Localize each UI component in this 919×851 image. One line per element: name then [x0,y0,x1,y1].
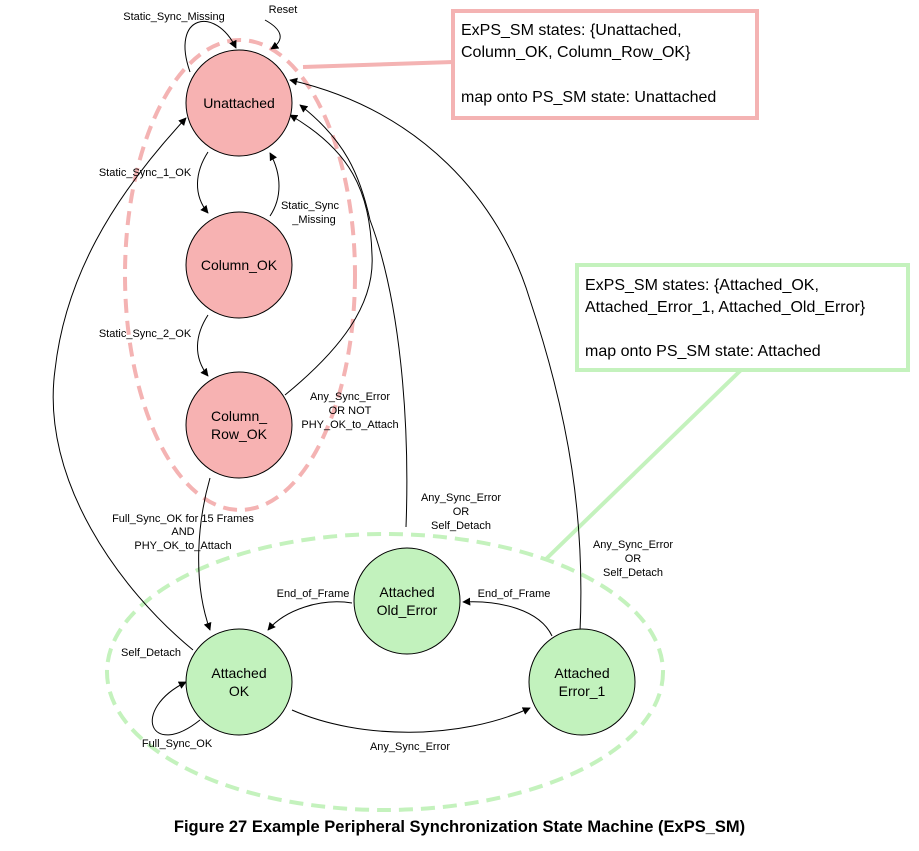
label-full-sync-ok-frames-1: Full_Sync_OK for 15 Frames [112,513,254,525]
unattached-box-connector [302,60,454,69]
label-any-sync-error-right-1: Any_Sync_Error [593,539,673,551]
edge-full-sync-ok-self [151,681,201,736]
state-column-row-ok: Column_ Row_OK [185,371,293,479]
edge-reset [264,19,281,50]
svg-text:Column_OK: Column_OK [201,257,278,273]
svg-text:map onto PS_SM state: Attached: map onto PS_SM state: Attached [585,343,821,360]
label-end-of-frame-left: End_of_Frame [277,588,350,600]
label-any-sync-error-mid-2: OR [453,506,470,518]
state-unattached: Unattached [185,49,293,157]
edge-error-1-end-of-frame [462,597,553,637]
label-full-sync-ok-frames-2: AND [171,526,194,538]
edge-static-sync-1-ok [197,151,209,214]
label-any-sync-error-bottom: Any_Sync_Error [370,741,450,753]
label-any-sync-error-mid-3: Self_Detach [431,520,491,532]
label-any-sync-error-right-3: Self_Detach [603,567,663,579]
svg-text:Attached_Error_1, Attached_Old: Attached_Error_1, Attached_Old_Error} [585,299,866,316]
svg-text:Column_OK, Column_Row_OK}: Column_OK, Column_Row_OK} [461,44,691,61]
edge-old-error-to-unattached [299,104,408,528]
edge-error-1-to-unattached [289,77,582,633]
svg-text:Old_Error: Old_Error [377,602,438,618]
label-full-sync-ok: Full_Sync_OK [142,738,213,750]
state-attached-old-error: Attached Old_Error [353,547,461,655]
svg-text:Column_: Column_ [211,408,267,424]
attached-group-outline [105,532,665,812]
edge-full-sync-ok-15-frames [198,477,212,631]
edge-column-row-ok-to-unattached [284,114,373,396]
label-full-sync-ok-frames-3: PHY_OK_to_Attach [134,540,231,552]
attached-group-box: ExPS_SM states: {Attached_OK, Attached_E… [575,263,910,372]
svg-text:Unattached: Unattached [203,95,275,111]
svg-text:Attached: Attached [211,665,266,681]
svg-text:Attached: Attached [379,584,434,600]
edge-static-sync-2-ok [197,314,209,377]
label-end-of-frame-right: End_of_Frame [478,588,551,600]
label-static-sync-missing-top: Static_Sync_Missing [123,11,225,23]
state-attached-ok: Attached OK [185,628,293,736]
edge-static-sync-missing-self [184,21,237,73]
edge-old-error-end-of-frame [267,601,353,631]
label-static-sync-missing-side-1: Static_Sync [281,200,340,212]
svg-text:Attached: Attached [554,665,609,681]
svg-text:ExPS_SM states: {Attached_OK,: ExPS_SM states: {Attached_OK, [585,277,819,294]
label-static-sync-1-ok: Static_Sync_1_OK [99,167,192,179]
label-any-sync-error-or-not-3: PHY_OK_to_Attach [301,419,398,431]
label-any-sync-error-mid-1: Any_Sync_Error [421,492,501,504]
edge-any-sync-error-bottom [291,707,531,733]
label-self-detach: Self_Detach [121,647,181,659]
label-reset: Reset [269,4,298,16]
state-attached-error-1: Attached Error_1 [528,628,636,736]
svg-text:map onto PS_SM state: Unattach: map onto PS_SM state: Unattached [461,89,716,106]
unattached-group-box: ExPS_SM states: {Unattached, Column_OK, … [451,9,759,120]
svg-text:Row_OK: Row_OK [211,426,268,442]
svg-text:ExPS_SM states: {Unattached,: ExPS_SM states: {Unattached, [461,22,682,39]
label-any-sync-error-or-not-1: Any_Sync_Error [310,391,390,403]
figure-caption: Figure 27 Example Peripheral Synchroniza… [173,818,746,836]
edge-static-sync-missing-back [269,152,280,217]
label-any-sync-error-right-2: OR [625,553,642,565]
svg-text:Error_1: Error_1 [559,683,606,699]
svg-text:OK: OK [229,683,250,699]
state-column-ok: Column_OK [185,211,293,319]
unattached-group-outline [123,38,357,512]
label-static-sync-missing-side-2: _Missing [291,214,335,226]
edge-attached-ok-self-detach [52,117,194,651]
label-static-sync-2-ok: Static_Sync_2_OK [99,328,192,340]
attached-box-connector [543,368,743,562]
label-any-sync-error-or-not-2: OR NOT [329,405,372,417]
